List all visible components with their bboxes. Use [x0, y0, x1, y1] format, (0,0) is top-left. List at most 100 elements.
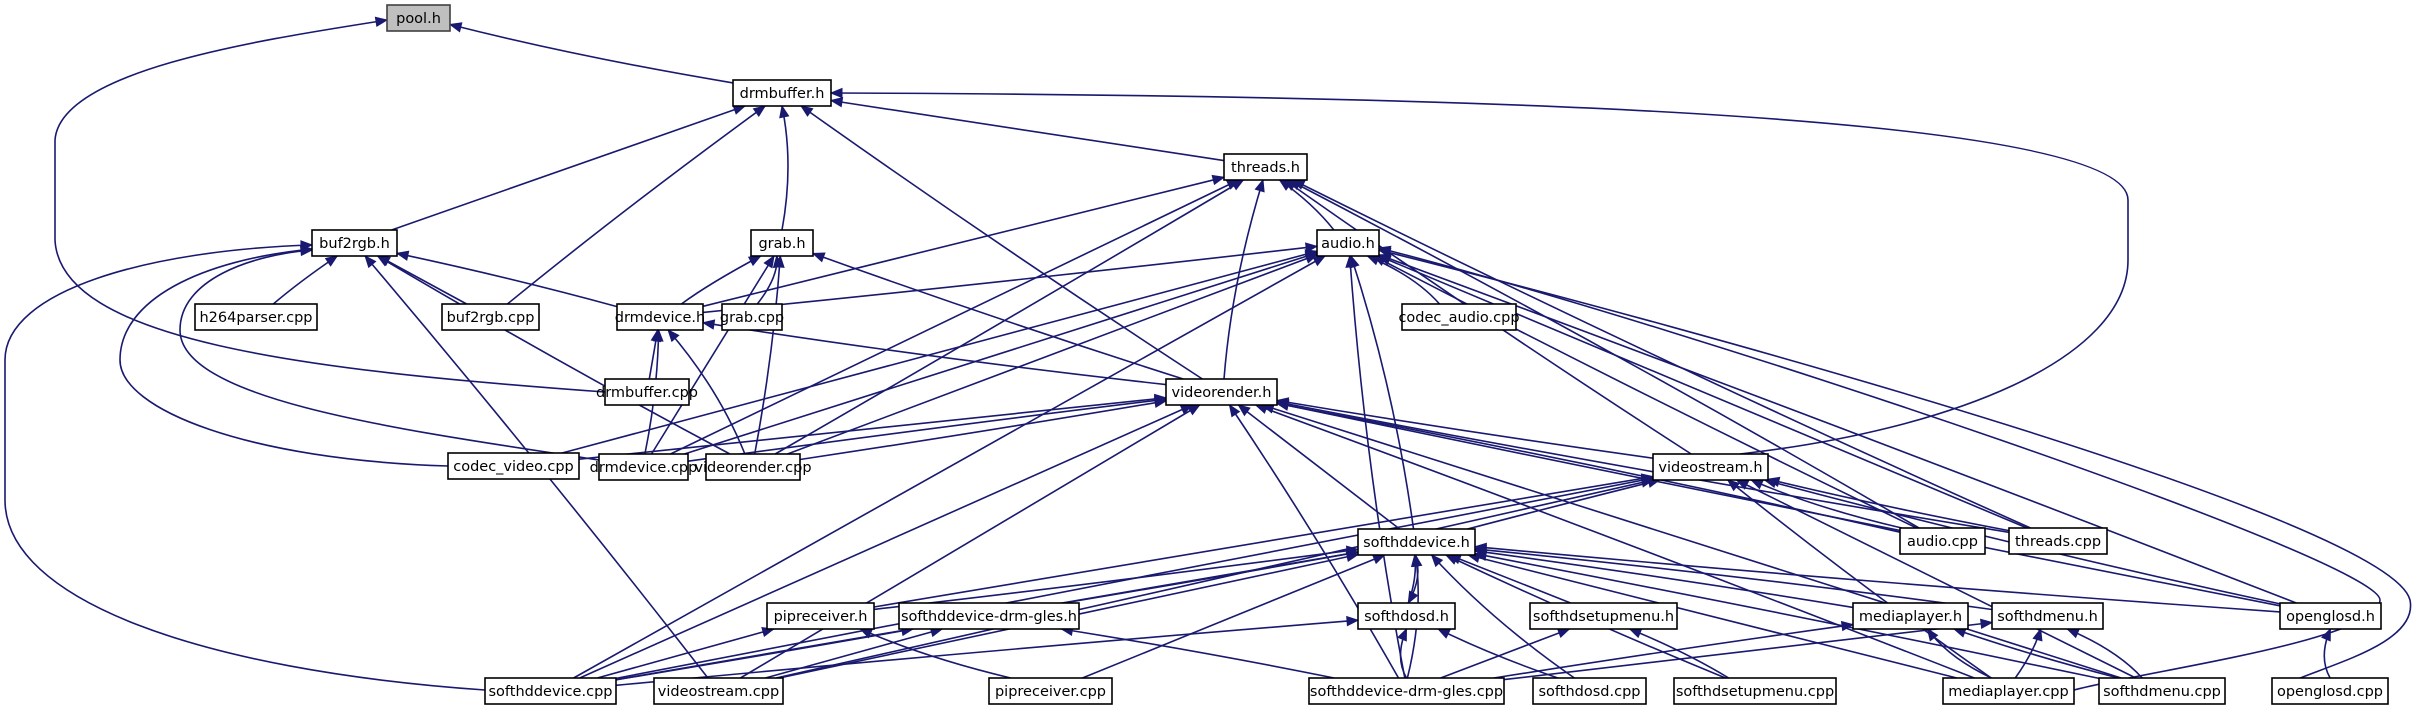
node-label: openglosd.cpp [2277, 684, 2383, 700]
node-grab-h[interactable]: grab.h [750, 229, 814, 257]
arrowhead-icon [1437, 628, 1451, 639]
node-threads-cpp[interactable]: threads.cpp [2008, 527, 2108, 555]
node-mediaplayer-h[interactable]: mediaplayer.h [1852, 602, 1969, 630]
edge-videostream-cpp-to-videostream-h [775, 479, 1654, 679]
arrowhead-icon [395, 250, 410, 261]
node-softhdsetupmenu-cpp[interactable]: softhdsetupmenu.cpp [1673, 677, 1837, 705]
arrowhead-icon [1345, 254, 1356, 268]
node-label: softhdmenu.cpp [2103, 684, 2221, 700]
edge-drmdevice-h-to-buf2rgb-h [396, 252, 618, 308]
node-label: threads.h [1231, 160, 1300, 176]
edge-drmbuffer-cpp-to-pool-h [54, 19, 606, 393]
edge-videorender-cpp-to-drmdevice-h [667, 329, 746, 455]
node-h264parser-cpp[interactable]: h264parser.cpp [194, 303, 318, 331]
node-pipreceiver-cpp[interactable]: pipreceiver.cpp [988, 677, 1113, 705]
node-codec-audio-cpp[interactable]: codec_audio.cpp [1398, 303, 1520, 331]
arrowhead-icon [1312, 255, 1327, 267]
node-box [1308, 677, 1505, 705]
arrowhead-icon [829, 97, 844, 108]
arrowhead-icon [2066, 628, 2080, 639]
arrowhead-icon [1254, 178, 1265, 193]
edge-videorender-h-to-threads-h [1223, 179, 1264, 380]
node-videostream-h[interactable]: videostream.h [1652, 453, 1769, 481]
arrowhead-icon [1726, 479, 1741, 492]
node-label: videostream.h [1658, 460, 1762, 476]
arrowhead-icon [1407, 590, 1419, 605]
node-label: audio.h [1321, 236, 1375, 252]
node-box [1942, 677, 2075, 705]
edge-drmbuffer-h-to-pool-h [449, 23, 734, 84]
arrowhead-icon [1412, 553, 1423, 568]
arrowhead-icon [1397, 627, 1408, 642]
node-pipreceiver-h[interactable]: pipreceiver.h [766, 602, 875, 630]
edge-videostream-cpp-to-softhddevice-drm-gles-h [765, 628, 943, 679]
node-openglosd-h[interactable]: openglosd.h [2279, 602, 2382, 630]
node-softhddevice-drm-gles-h[interactable]: softhddevice-drm-gles.h [898, 602, 1080, 630]
node-openglosd-cpp[interactable]: openglosd.cpp [2271, 677, 2389, 705]
node-buf2rgb-h[interactable]: buf2rgb.h [311, 229, 398, 257]
edge-softhdmenu-cpp-to-videorender-h [1262, 404, 2122, 679]
node-softhddevice-cpp[interactable]: softhddevice.cpp [484, 677, 617, 705]
node-box [1852, 602, 1969, 630]
node-audio-cpp[interactable]: audio.cpp [1899, 527, 1986, 555]
node-label: softhdmenu.h [1997, 609, 2098, 625]
node-label: videorender.h [1172, 385, 1272, 401]
node-box [194, 303, 318, 331]
node-box [1529, 602, 1678, 630]
node-softhdosd-cpp[interactable]: softhdosd.cpp [1532, 677, 1647, 705]
edge-videostream-h-to-videorender-h [1276, 399, 1654, 459]
node-audio-h[interactable]: audio.h [1316, 229, 1380, 257]
node-box [616, 303, 704, 331]
node-label: mediaplayer.h [1859, 609, 1962, 625]
node-label: pipreceiver.h [774, 609, 868, 625]
arrowhead-icon [1211, 174, 1226, 186]
node-softhdmenu-h[interactable]: softhdmenu.h [1991, 602, 2104, 630]
edge-threads-h-to-drmbuffer-h [830, 99, 1225, 162]
arrowhead-icon [300, 240, 314, 251]
node-drmdevice-h[interactable]: drmdevice.h [615, 303, 705, 331]
edge-softhdmenu-cpp-to-videostream-h [1736, 479, 2137, 679]
edge-drmdevice-h-to-audio-h [702, 245, 1318, 314]
node-drmbuffer-h[interactable]: drmbuffer.h [732, 79, 832, 107]
node-box [705, 453, 801, 481]
node-box [1357, 602, 1456, 630]
node-softhdsetupmenu-h[interactable]: softhdsetupmenu.h [1529, 602, 1678, 630]
node-box [766, 602, 875, 630]
node-softhdmenu-cpp[interactable]: softhdmenu.cpp [2098, 677, 2226, 705]
edge-threads-cpp-to-videorender-h [1276, 401, 2010, 534]
node-videorender-h[interactable]: videorender.h [1165, 378, 1278, 406]
node-label: grab.h [758, 236, 805, 252]
node-label: audio.cpp [1907, 534, 1978, 550]
arrowhead-icon [1230, 179, 1245, 191]
node-drmbuffer-cpp[interactable]: drmbuffer.cpp [596, 378, 698, 406]
edge-softhddevice-cpp-to-softhddevice-drm-gles-h [615, 628, 914, 681]
arrowhead-icon [1304, 253, 1319, 264]
node-box [1223, 153, 1308, 181]
arrowhead-icon [1377, 247, 1392, 258]
node-label: h264parser.cpp [199, 310, 312, 326]
arrowhead-icon [324, 255, 339, 267]
node-softhdosd-h[interactable]: softhdosd.h [1357, 602, 1456, 630]
node-box [311, 229, 398, 257]
arrowhead-icon [1980, 618, 1994, 629]
node-softhddevice-h[interactable]: softhddevice.h [1357, 528, 1476, 556]
node-buf2rgb-cpp[interactable]: buf2rgb.cpp [441, 303, 540, 331]
node-mediaplayer-cpp[interactable]: mediaplayer.cpp [1942, 677, 2075, 705]
node-videorender-cpp[interactable]: videorender.cpp [694, 453, 812, 481]
edge-softhdmenu-cpp-to-softhdmenu-h [2066, 628, 2143, 679]
edge-videorender-cpp-to-videorender-h [799, 400, 1167, 461]
node-softhddevice-drm-gles-cpp[interactable]: softhddevice-drm-gles.cpp [1308, 677, 1505, 705]
node-codec-video-cpp[interactable]: codec_video.cpp [447, 452, 580, 480]
node-videostream-cpp[interactable]: videostream.cpp [653, 677, 784, 705]
node-label: openglosd.h [2286, 609, 2375, 625]
node-grab-cpp[interactable]: grab.cpp [720, 303, 784, 331]
node-label: drmbuffer.h [740, 86, 825, 102]
node-threads-h[interactable]: threads.h [1223, 153, 1308, 181]
node-label: drmbuffer.cpp [596, 385, 698, 401]
arrowhead-icon [1473, 542, 1487, 553]
node-label: softhddevice.cpp [489, 684, 613, 700]
arrowhead-icon [701, 319, 716, 330]
node-drmdevice-cpp[interactable]: drmdevice.cpp [590, 453, 698, 481]
arrowhead-icon [1237, 404, 1251, 417]
